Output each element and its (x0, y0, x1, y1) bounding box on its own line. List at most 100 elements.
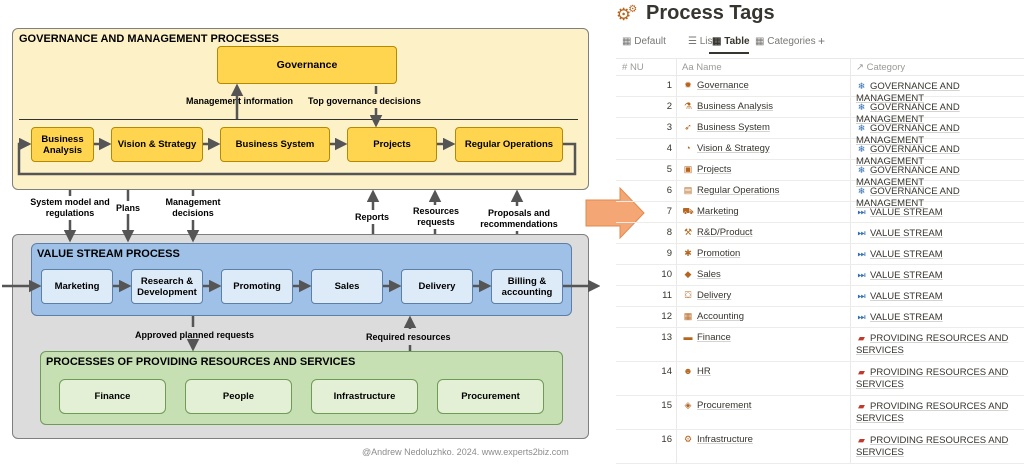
table-header: # NU Aa Name ↗ Category (616, 58, 1024, 76)
finance-box: Finance (59, 379, 166, 414)
table-row[interactable]: 8⚒R&D/Product⏭VALUE STREAM (616, 223, 1024, 244)
resources-section-title: PROCESSES OF PROVIDING RESOURCES AND SER… (46, 356, 356, 368)
row-category[interactable]: ▰PROVIDING RESOURCES AND SERVICES (856, 366, 1024, 391)
row-name[interactable]: ▬Finance (682, 332, 731, 343)
table-row[interactable]: 2 ⚗Business Analysis ❄GOVERNANCE AND MANAG… (616, 97, 1024, 125)
tab-list[interactable]: ☰ List (688, 36, 716, 47)
management-decisions-label: Management decisions (165, 197, 221, 218)
row-name[interactable]: ⛟Marketing (682, 206, 739, 218)
row-category[interactable]: ▰PROVIDING RESOURCES AND SERVICES (856, 400, 1024, 425)
row-name[interactable]: ▣Projects (682, 164, 732, 175)
row-number: 12 (661, 311, 672, 322)
row-name[interactable]: ⚙Infrastructure (682, 434, 753, 445)
projects-box: Projects (347, 127, 437, 162)
row-category[interactable]: ❄GOVERNANCE AND MANAGEMENT (856, 164, 1024, 189)
table-row[interactable]: 9✱Promotion⏭VALUE STREAM (616, 244, 1024, 265)
business-analysis-box: Business Analysis (31, 127, 94, 162)
category-text: GOVERNANCE AND MANAGEMENT (856, 81, 960, 104)
row-name[interactable]: ✱Promotion (682, 248, 740, 259)
table-row[interactable]: 7⛟Marketing⏭VALUE STREAM (616, 202, 1024, 223)
table-row[interactable]: 15◈Procurement▰PROVIDING RESOURCES AND S… (616, 396, 1024, 430)
column-nu[interactable]: # NU (622, 62, 644, 73)
active-tab-underline (709, 52, 749, 54)
table-row[interactable]: 13 ▬Finance ▰PROVIDING RESOURCES AND SERVI… (616, 328, 1024, 362)
row-category[interactable]: ⏭VALUE STREAM (856, 290, 1024, 303)
vision-strategy-box: Vision & Strategy (111, 127, 203, 162)
plus-icon: + (818, 34, 826, 48)
row-number: 2 (666, 101, 672, 112)
category-text: VALUE STREAM (870, 207, 943, 218)
column-divider (676, 58, 677, 464)
table-row[interactable]: 11⛋Delivery⏭VALUE STREAM (616, 286, 1024, 307)
tab-categories[interactable]: ▦ Categories (755, 36, 816, 47)
row-name[interactable]: ⚒R&D/Product (682, 227, 752, 238)
row-name[interactable]: ◔Vision & Strategy (682, 143, 770, 154)
approved-requests-label: Approved planned requests (135, 330, 255, 340)
row-category[interactable]: ⏭VALUE STREAM (856, 227, 1024, 240)
row-category[interactable]: ❄GOVERNANCE AND MANAGEMENT (856, 101, 1024, 126)
table-row[interactable]: 10 ◆Sales ⏭VALUE STREAM (616, 265, 1024, 286)
marketing-box: Marketing (41, 269, 113, 304)
category-text: GOVERNANCE AND MANAGEMENT (856, 123, 960, 146)
resources-requests-label: Resources requests (412, 206, 460, 227)
table-icon: ▦ (712, 36, 725, 47)
row-name-text: Marketing (697, 206, 739, 217)
value-stream-inner-panel (31, 243, 572, 316)
table-row[interactable]: 6▤Regular Operations❄GOVERNANCE AND MANA… (616, 181, 1024, 209)
row-category[interactable]: ❄GOVERNANCE AND MANAGEMENT (856, 185, 1024, 210)
tab-table[interactable]: ▦ Table (712, 36, 750, 47)
credit-text: @Andrew Nedoluzhko. 2024. www.experts2bi… (362, 447, 569, 457)
row-category[interactable]: ▰PROVIDING RESOURCES AND SERVICES (856, 332, 1024, 357)
row-name[interactable]: ⚗Business Analysis (682, 101, 773, 112)
proposals-label: Proposals and recommendations (480, 208, 558, 229)
row-name-text: Vision & Strategy (697, 143, 770, 154)
row-category[interactable]: ⏭VALUE STREAM (856, 206, 1024, 219)
table-row[interactable]: 5▣Projects❄GOVERNANCE AND MANAGEMENT (616, 160, 1024, 188)
category-text: VALUE STREAM (870, 249, 943, 260)
row-category[interactable]: ⏭VALUE STREAM (856, 248, 1024, 261)
row-name-icon: ✹ (684, 80, 692, 90)
row-name[interactable]: ▤ Regular Operations (682, 185, 780, 196)
category-text: GOVERNANCE AND MANAGEMENT (856, 186, 960, 209)
table-row[interactable]: 1✹Governance❄GOVERNANCE AND MANAGEMENT (616, 76, 1024, 104)
row-name[interactable]: ✹Governance (682, 80, 749, 91)
list-icon: ☰ (688, 36, 700, 47)
category-icon: ▰ (858, 367, 865, 377)
row-name[interactable]: ⛋Delivery (682, 290, 732, 301)
infrastructure-box: Infrastructure (311, 379, 418, 414)
add-view-button[interactable]: + (818, 34, 825, 48)
row-category[interactable]: ❄GOVERNANCE AND MANAGEMENT (856, 80, 1024, 105)
category-text: VALUE STREAM (870, 312, 943, 323)
row-category[interactable]: ⏭VALUE STREAM (856, 311, 1024, 324)
row-category[interactable]: ⏭VALUE STREAM (856, 269, 1024, 282)
row-category[interactable]: ▰PROVIDING RESOURCES AND SERVICES (856, 434, 1024, 459)
row-category[interactable]: ❄GOVERNANCE AND MANAGEMENT (856, 143, 1024, 168)
row-name[interactable]: ▦Accounting (682, 311, 744, 322)
row-name[interactable]: ◈Procurement (682, 400, 752, 411)
row-name-text: Regular Operations (697, 185, 780, 196)
column-name[interactable]: Aa Name (682, 62, 722, 73)
row-name-icon: ▣ (683, 164, 693, 174)
row-category[interactable]: ❄GOVERNANCE AND MANAGEMENT (856, 122, 1024, 147)
row-number: 13 (661, 332, 672, 343)
category-icon: ❄ (857, 102, 866, 112)
row-name-text: Procurement (697, 400, 752, 411)
table-row[interactable]: 12 ▦Accounting ⏭VALUE STREAM (616, 307, 1024, 328)
row-name-text: Promotion (697, 248, 741, 259)
row-name[interactable]: ➶Business System (682, 122, 770, 133)
top-governance-decisions-label: Top governance decisions (308, 96, 421, 106)
row-name[interactable]: ☻HR (682, 366, 710, 377)
table-row[interactable]: 4◔Vision & Strategy❄GOVERNANCE AND MANAG… (616, 139, 1024, 167)
table-row[interactable]: 3➶Business System❄GOVERNANCE AND MANAGEM… (616, 118, 1024, 146)
table-row[interactable]: 16 ⚙Infrastructure ▰PROVIDING RESOURCES AN… (616, 430, 1024, 464)
table-row[interactable]: 14☻HR▰PROVIDING RESOURCES AND SERVICES (616, 362, 1024, 396)
row-name-icon: ▤ (683, 185, 693, 195)
tab-default[interactable]: ▦ Default (622, 36, 666, 47)
row-name-icon: ▬ (683, 332, 693, 342)
governance-box: Governance (217, 46, 397, 84)
row-number: 16 (661, 434, 672, 445)
row-number: 10 (661, 269, 672, 280)
row-name[interactable]: ◆Sales (682, 269, 721, 280)
column-category[interactable]: ↗ Category (856, 62, 906, 73)
category-icon: ⏭ (857, 291, 866, 301)
